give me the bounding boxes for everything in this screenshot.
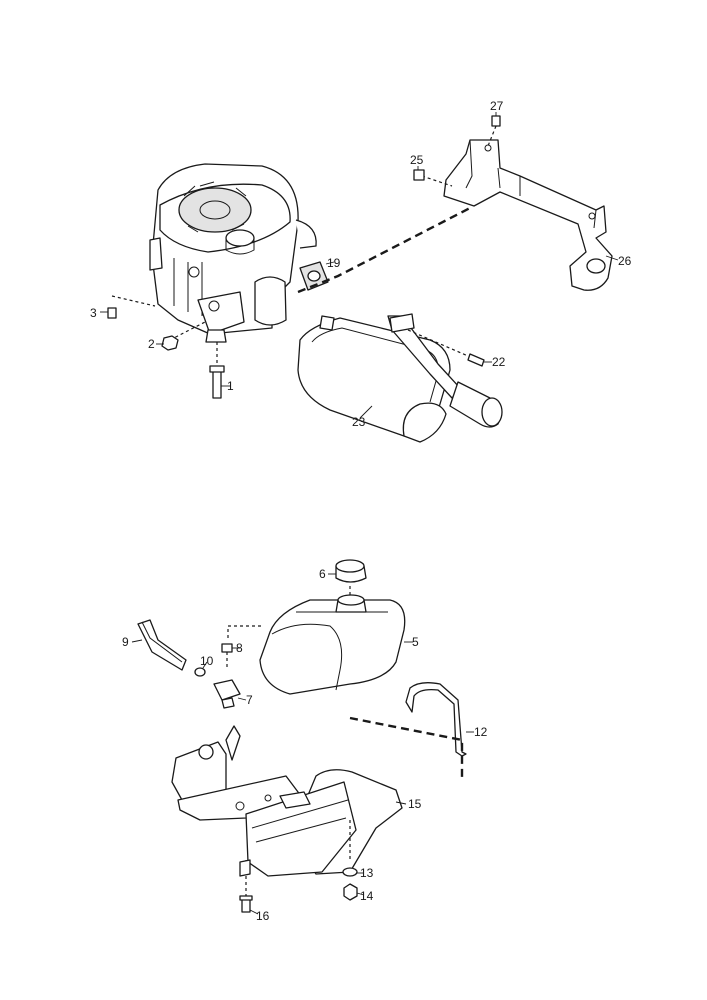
part-19-gasket[interactable] [299, 261, 329, 291]
part-26-bracket[interactable] [443, 139, 613, 291]
part-27-bolt[interactable] [487, 115, 501, 147]
callout-16: 16 [256, 909, 270, 923]
callout-7: 7 [246, 693, 253, 707]
part-10-hose-clamp[interactable] [194, 667, 206, 677]
part-5-fuel-tank[interactable] [259, 594, 406, 695]
part-12-strap[interactable] [405, 682, 467, 757]
callout-25: 25 [410, 153, 424, 167]
assembly-line-strap [349, 716, 464, 778]
callout-9: 9 [122, 635, 129, 649]
callout-12: 12 [474, 725, 488, 739]
part-23-muffler[interactable] [297, 313, 503, 443]
callout-14: 14 [360, 889, 374, 903]
part-6-fuel-cap[interactable] [335, 559, 367, 600]
callout-10: 10 [200, 654, 214, 668]
part-9-fuel-hose[interactable] [137, 619, 187, 671]
part-13-washer[interactable] [342, 820, 358, 877]
part-1-bolt[interactable] [209, 342, 225, 399]
callout-2: 2 [148, 337, 155, 351]
part-25-bolt[interactable] [413, 169, 453, 187]
callout-27: 27 [490, 99, 504, 113]
part-15-frame[interactable] [171, 725, 403, 877]
callout-23: 23 [352, 415, 366, 429]
part-2-nut[interactable] [161, 321, 206, 351]
part-22-bolt[interactable] [407, 329, 485, 367]
callout-5: 5 [412, 635, 419, 649]
callout-13: 13 [360, 866, 374, 880]
part-8-grommet[interactable] [221, 625, 262, 670]
callout-26: 26 [618, 254, 632, 268]
part-14-nut[interactable] [343, 883, 358, 901]
callout-15: 15 [408, 797, 422, 811]
part-7-fuel-valve[interactable] [213, 679, 241, 709]
callout-1: 1 [227, 379, 234, 393]
callout-22: 22 [492, 355, 506, 369]
engine[interactable] [149, 163, 317, 343]
callout-19: 19 [327, 256, 341, 270]
callout-8: 8 [236, 641, 243, 655]
part-16-bolt[interactable] [239, 876, 253, 913]
part-3-bolt[interactable] [107, 295, 156, 319]
assembly-line-muffler [297, 206, 471, 294]
callout-3: 3 [90, 306, 97, 320]
callout-6: 6 [319, 567, 326, 581]
